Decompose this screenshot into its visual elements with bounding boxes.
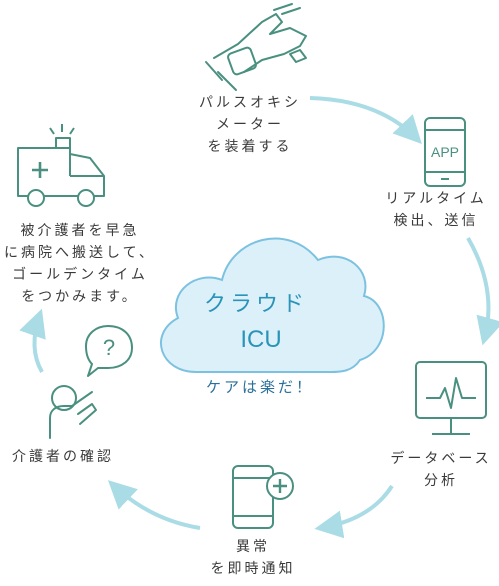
ambulance-icon bbox=[17, 124, 105, 207]
step2-label: リアルタイム 検出、送信 bbox=[372, 188, 499, 232]
arrow-step5-to-step6 bbox=[19, 308, 46, 374]
step2-line2: 検出、送信 bbox=[393, 213, 479, 229]
step6-line1: 被介護者を早急 bbox=[20, 223, 140, 239]
step6-label: 被介護者を早急 に病院へ搬送して、 ゴールデンタイム をつかみます。 bbox=[0, 220, 160, 308]
step4-label: 異常 を即時通知 bbox=[190, 536, 316, 580]
pulse-oximeter-hand-icon bbox=[205, 3, 307, 91]
step1-line3: を装着する bbox=[207, 139, 293, 155]
center-title: クラウド bbox=[203, 292, 308, 317]
step4-line2: を即時通知 bbox=[210, 561, 296, 577]
step1-label: パルスオキシ メーター を装着する bbox=[180, 92, 320, 158]
center-tagline: ケアは楽だ！ bbox=[205, 378, 314, 396]
step3-label: データベース 分析 bbox=[382, 448, 499, 492]
monitor-heartbeat-icon bbox=[415, 361, 487, 435]
phone-medical-alert-icon bbox=[232, 465, 294, 529]
step1-line2: メーター bbox=[216, 117, 284, 133]
arrow-step1-to-step2 bbox=[309, 96, 422, 145]
question-mark: ? bbox=[103, 335, 115, 360]
step2-line1: リアルタイム bbox=[385, 191, 487, 207]
center-subtitle: ICU bbox=[240, 326, 282, 353]
step5-line1: 介護者の確認 bbox=[12, 449, 114, 465]
step6-line3: ゴールデンタイム bbox=[12, 267, 148, 283]
app-label: APP bbox=[431, 144, 459, 160]
smartphone-app-icon bbox=[424, 117, 466, 187]
step4-line1: 異常 bbox=[236, 539, 270, 555]
step3-line2: 分析 bbox=[424, 473, 458, 489]
step1-line1: パルスオキシ bbox=[199, 95, 301, 111]
step6-line4: をつかみます。 bbox=[21, 289, 139, 305]
caregiver-question-icon bbox=[49, 325, 133, 439]
step3-line1: データベース bbox=[390, 451, 492, 467]
step5-label: 介護者の確認 bbox=[0, 446, 126, 468]
step6-line2: に病院へ搬送して、 bbox=[4, 245, 156, 261]
arrow-step3-to-step4 bbox=[314, 484, 394, 539]
arrow-step4-to-step5 bbox=[107, 480, 201, 530]
arrow-step2-to-step3 bbox=[466, 237, 499, 346]
cloud-icon bbox=[160, 237, 385, 373]
